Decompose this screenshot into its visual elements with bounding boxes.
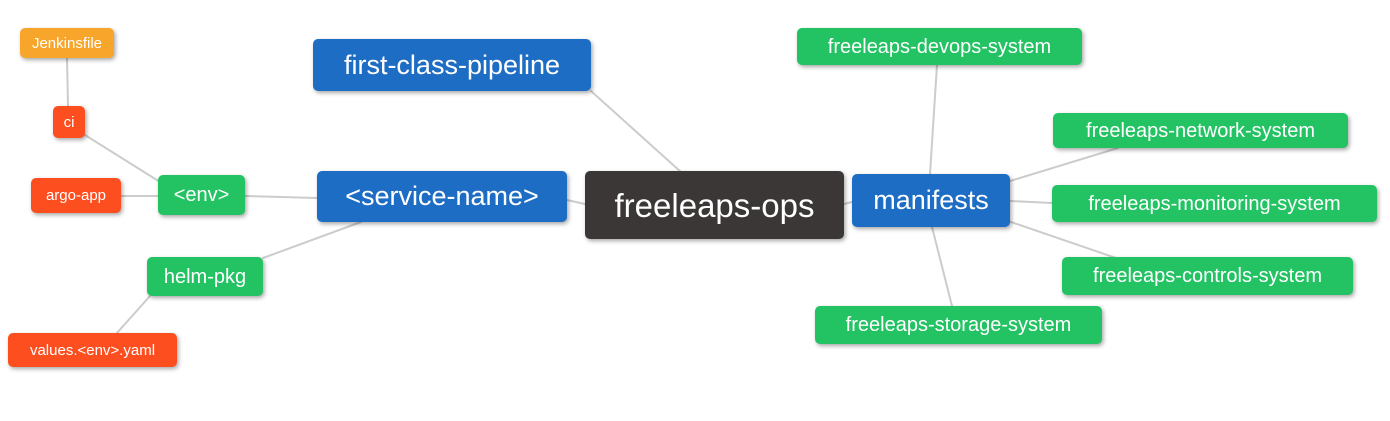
node-freeleaps-devops-system[interactable]: freeleaps-devops-system xyxy=(797,28,1082,65)
node-freeleaps-ops[interactable]: freeleaps-ops xyxy=(585,171,844,239)
node-ci[interactable]: ci xyxy=(53,106,85,138)
edge-ci--env xyxy=(84,134,161,183)
node-env[interactable]: <env> xyxy=(158,175,245,215)
node-jenkinsfile[interactable]: Jenkinsfile xyxy=(20,28,114,58)
edge-service-name--helm-pkg xyxy=(262,221,362,259)
node-service-name[interactable]: <service-name> xyxy=(317,171,567,222)
edge-first-class-pipeline--freeleaps-ops xyxy=(590,90,682,173)
edge-freeleaps-ops--manifests xyxy=(843,201,853,205)
node-freeleaps-monitoring-system[interactable]: freeleaps-monitoring-system xyxy=(1052,185,1377,222)
edge-service-name--freeleaps-ops xyxy=(566,199,586,205)
node-argo-app[interactable]: argo-app xyxy=(31,178,121,213)
node-freeleaps-controls-system[interactable]: freeleaps-controls-system xyxy=(1062,257,1353,295)
edge-manifests--freeleaps-storage-system xyxy=(931,226,953,307)
edge-manifests--freeleaps-network-system xyxy=(1009,147,1119,182)
node-freeleaps-network-system[interactable]: freeleaps-network-system xyxy=(1053,113,1348,148)
edge-manifests--freeleaps-controls-system xyxy=(1007,220,1117,259)
edge-manifests--freeleaps-monitoring-system xyxy=(1009,200,1053,204)
node-values-env-yaml[interactable]: values.<env>.yaml xyxy=(8,333,177,367)
node-freeleaps-storage-system[interactable]: freeleaps-storage-system xyxy=(815,306,1102,344)
edge-helm-pkg--values-env-yaml xyxy=(115,295,151,335)
edge-manifests--freeleaps-devops-system xyxy=(929,64,938,175)
edge-env--service-name xyxy=(244,195,318,199)
edge-jenkinsfile--ci xyxy=(66,57,69,107)
node-first-class-pipeline[interactable]: first-class-pipeline xyxy=(313,39,591,91)
node-helm-pkg[interactable]: helm-pkg xyxy=(147,257,263,296)
node-manifests[interactable]: manifests xyxy=(852,174,1010,227)
